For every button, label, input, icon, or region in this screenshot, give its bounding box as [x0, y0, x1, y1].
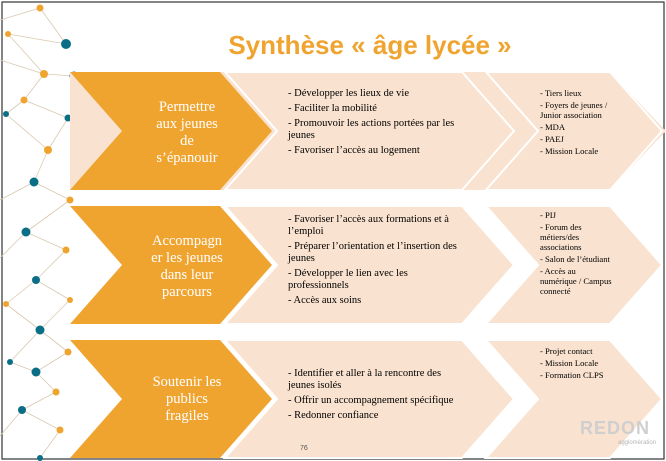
- action-item: - Développer les lieux de vie: [288, 88, 409, 99]
- row2-title: Accompagn er les jeunes dans leur parcou…: [151, 233, 223, 300]
- action-item: - Favoriser l’accès aux formations et à …: [288, 214, 449, 237]
- action-item: - Redonner confiance: [288, 410, 379, 421]
- resource-item: - Formation CLPS: [540, 370, 604, 380]
- resource-item: - Accès au numérique / Campus connecté: [540, 266, 612, 296]
- resource-item: - Mission Locale: [540, 358, 599, 368]
- action-item: - Faciliter la mobilité: [288, 103, 377, 114]
- row2-orange-chevron: [70, 206, 272, 324]
- resource-item: - Mission Locale: [540, 146, 599, 156]
- resource-item: - Salon de l’étudiant: [540, 254, 610, 264]
- row2-mid-chevron: [222, 205, 516, 325]
- network-decoration: [0, 4, 79, 461]
- slide-title: Synthèse « âge lycée »: [228, 30, 512, 60]
- row1-title: Permettre aux jeunes de s’épanouir: [156, 99, 218, 166]
- action-item: - Identifier et aller à la rencontre des…: [288, 368, 442, 391]
- action-item: - Développer le lien avec les profession…: [288, 268, 408, 291]
- row3-actions: - Identifier et aller à la rencontre des…: [288, 368, 463, 425]
- row3-resources: - Projet contact - Mission Locale - Form…: [540, 346, 612, 382]
- row3-mid-chevron: [222, 339, 516, 459]
- row1-mid-chevron: [222, 71, 516, 191]
- resource-item: - MDA: [540, 122, 566, 132]
- action-item: - Offrir un accompagnement spécifique: [288, 395, 454, 406]
- row2-actions: - Favoriser l’accès aux formations et à …: [288, 214, 463, 310]
- page-number: 76: [300, 445, 308, 452]
- row3-right-chevron: [483, 339, 664, 459]
- action-item: - Préparer l’orientation et l’insertion …: [288, 241, 457, 264]
- row2-resources: - PIJ - Forum des métiers/des associatio…: [540, 210, 612, 298]
- action-item: - Promouvoir les actions portées par les…: [288, 118, 455, 141]
- action-item: - Accès aux soins: [288, 295, 362, 306]
- row1-actions: - Développer les lieux de vie - Facilite…: [288, 88, 463, 160]
- row3-orange-chevron: [70, 340, 272, 458]
- svg-text:agglomération: agglomération: [618, 440, 656, 446]
- row1-right-chevron: [483, 71, 664, 191]
- resource-item: - PIJ: [540, 210, 556, 220]
- resource-item: - Projet contact: [540, 346, 593, 356]
- row1-orange-chevron: [70, 72, 272, 190]
- resource-item: - Foyers de jeunes / Junior association: [540, 100, 608, 120]
- resource-item: - Tiers lieux: [540, 88, 582, 98]
- action-item: - Favoriser l’accès au logement: [288, 145, 420, 156]
- resource-item: - Forum des métiers/des associations: [540, 222, 582, 252]
- resource-item: - PAEJ: [540, 134, 564, 144]
- redon-logo: REDON agglomération: [580, 418, 656, 446]
- svg-text:REDON: REDON: [580, 418, 650, 438]
- row1-resources: - Tiers lieux - Foyers de jeunes / Junio…: [540, 88, 612, 158]
- row2-right-chevron: [483, 205, 664, 325]
- row3-title: Soutenir les publics fragiles: [152, 374, 222, 424]
